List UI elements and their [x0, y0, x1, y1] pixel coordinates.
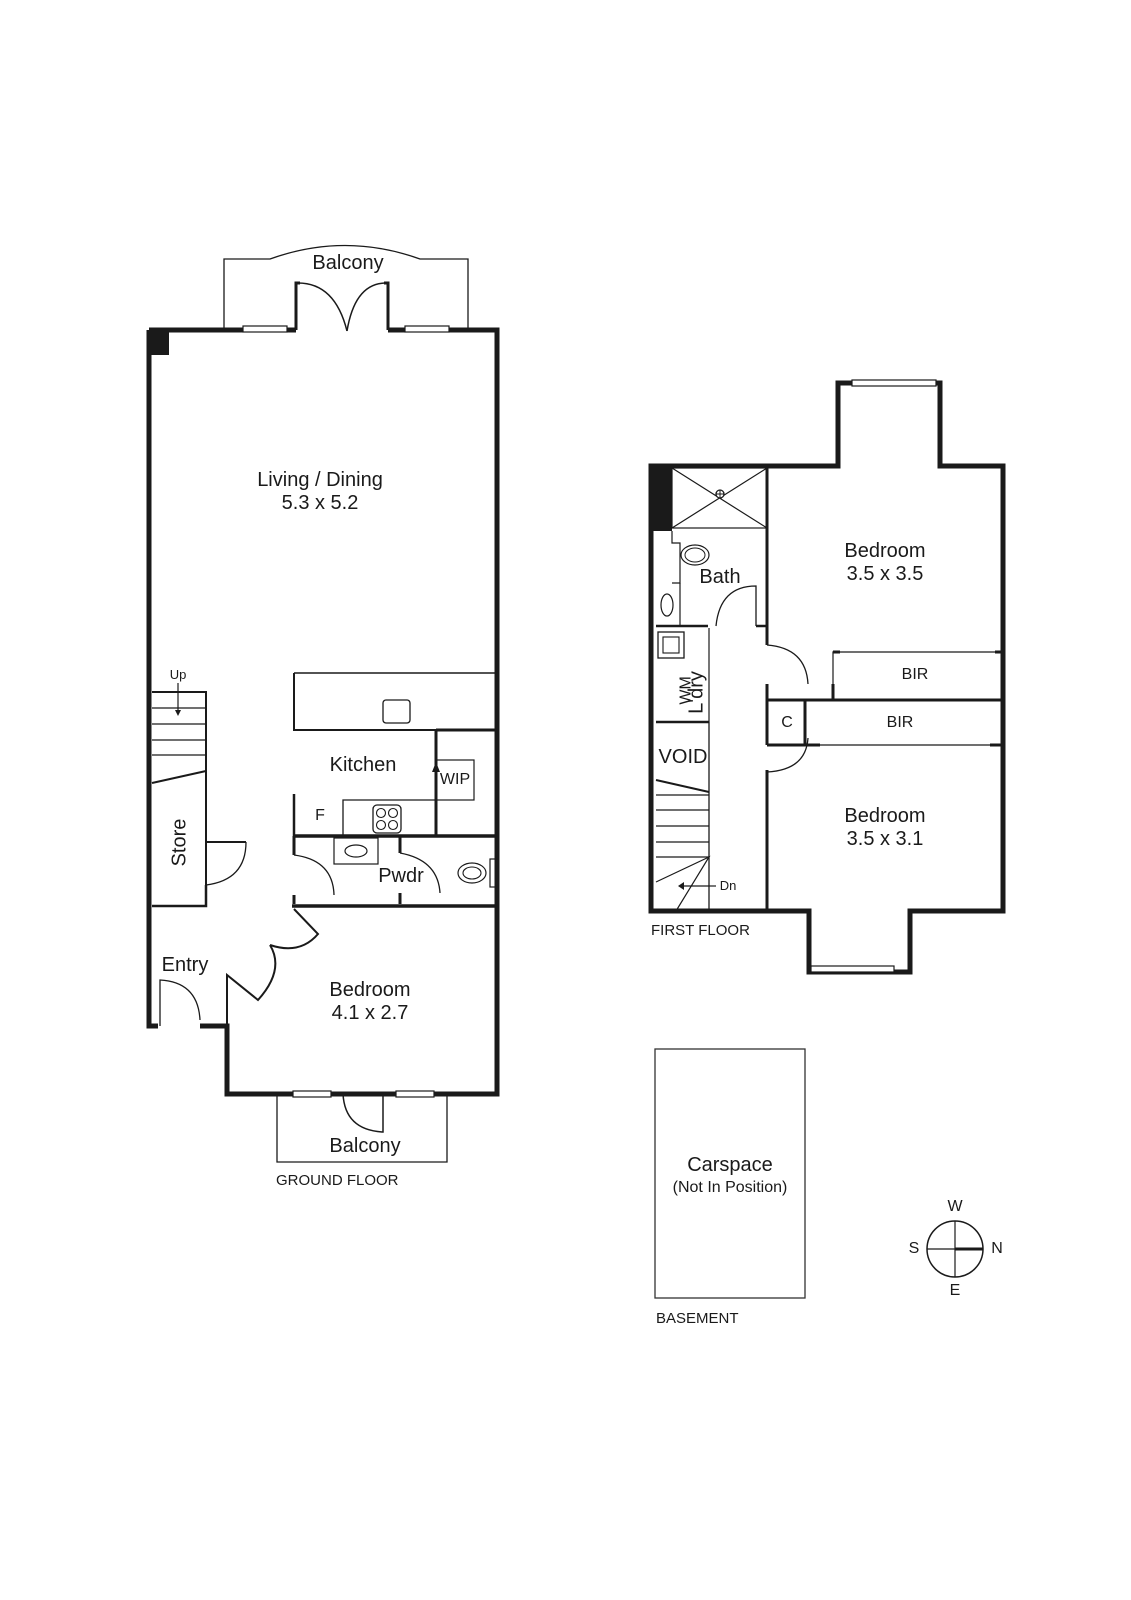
room-label-pwdr: Pwdr [378, 865, 424, 887]
room-label-bath: Bath [699, 566, 741, 588]
fridge-label: F [315, 807, 325, 824]
first-outer-wall [648, 380, 1006, 975]
room-label-void: VOID [658, 746, 708, 768]
room-label-laundry: L'dry [685, 671, 708, 714]
compass-south-label: S [908, 1240, 920, 1257]
room-label-balcony-bottom: Balcony [329, 1135, 401, 1157]
floor-label-basement: BASEMENT [656, 1310, 739, 1327]
room-dims-bedroom-2: 3.5 x 3.1 [846, 828, 924, 850]
room-label-store: Store [168, 818, 191, 867]
basement-plan [654, 1048, 806, 1299]
bottom-balcony-outline [276, 1094, 448, 1163]
first-floor-plan [648, 379, 1006, 975]
room-label-bir-1: BIR [901, 666, 929, 683]
carspace-note: (Not In Position) [672, 1179, 788, 1196]
room-label-living-dining: Living / Dining [257, 469, 383, 491]
room-label-bedroom-2: Bedroom [844, 805, 926, 827]
carspace-outline [654, 1048, 806, 1299]
compass-icon [926, 1220, 984, 1278]
room-label-bedroom-ground: Bedroom [329, 979, 411, 1001]
ground-floor-plan [146, 244, 500, 1163]
room-dims-bedroom-1: 3.5 x 3.5 [846, 563, 924, 585]
room-label-carspace: Carspace [687, 1154, 773, 1176]
stairs-up-label: Up [169, 667, 187, 682]
compass-east-label: E [949, 1282, 961, 1299]
room-label-balcony-top: Balcony [312, 252, 384, 274]
floor-label-first: FIRST FLOOR [651, 922, 750, 939]
room-label-bir-2: BIR [886, 714, 914, 731]
compass-north-label: N [991, 1240, 1003, 1257]
room-label-bedroom-1: Bedroom [844, 540, 926, 562]
room-label-entry: Entry [161, 954, 209, 976]
room-label-kitchen: Kitchen [329, 754, 397, 776]
room-dims-living-dining: 5.3 x 5.2 [281, 492, 359, 514]
room-dims-bedroom-ground: 4.1 x 2.7 [331, 1002, 409, 1024]
top-balcony-outline [223, 244, 469, 328]
stairs-down-label: Dn [719, 878, 737, 893]
compass-west-label: W [947, 1198, 963, 1215]
room-label-wip: WIP [439, 771, 471, 788]
ground-outer-wall [146, 327, 500, 1097]
room-label-cupboard: C [781, 714, 793, 731]
floor-label-ground: GROUND FLOOR [276, 1172, 399, 1189]
